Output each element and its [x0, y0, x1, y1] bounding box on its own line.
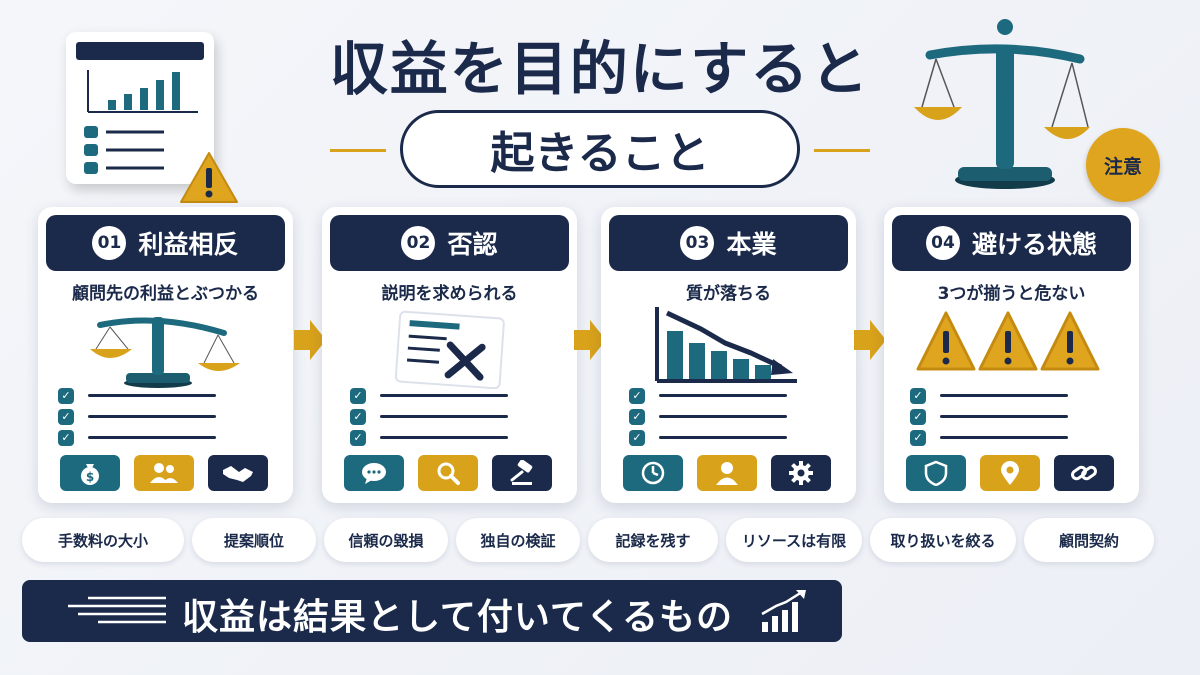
subtitle-rule-left [330, 149, 386, 152]
card-number: 02 [401, 226, 436, 260]
tag: 信頼の毀損 [324, 518, 448, 562]
card-header: 02 否認 [330, 215, 569, 271]
card-subtitle: 質が落ちる [686, 284, 771, 304]
tag: 提案順位 [192, 518, 316, 562]
report-document-icon [66, 32, 238, 203]
conclusion-banner: 収益は結果として付いてくるもの [22, 580, 842, 642]
gear-icon [771, 455, 831, 491]
warning-icons-group [916, 311, 1100, 371]
speed-lines-icon [68, 596, 166, 624]
tag: 取り扱いを絞る [870, 518, 1016, 562]
warning-icon [180, 152, 238, 203]
card-denial: 02 否認 説明を求められる ✓ ✓ ✓ [322, 207, 577, 503]
declining-chart-icon [655, 307, 797, 383]
tag: 記録を残す [588, 518, 718, 562]
subtitle-rule-right [814, 149, 870, 152]
balance-scale-icon [90, 317, 240, 388]
svg-text:$: $ [86, 470, 94, 484]
arrow-right-icon [854, 320, 886, 360]
shield-icon [906, 455, 966, 491]
conclusion-text: 収益は結果として付いてくるもの [182, 597, 734, 638]
arrow-right-icon [294, 320, 326, 360]
card-header: 04 避ける状態 [892, 215, 1131, 271]
arrow-right-icon [574, 320, 606, 360]
balance-scale-icon [914, 19, 1090, 189]
caution-badge: 注意 [1086, 128, 1160, 202]
card-subtitle: 顧問先の利益とぶつかる [72, 284, 259, 304]
card-subtitle: 説明を求められる [381, 284, 518, 304]
magnifier-icon [418, 455, 478, 491]
tag: 手数料の大小 [22, 518, 184, 562]
card-title: 避ける状態 [971, 230, 1097, 259]
link-icon [1054, 455, 1114, 491]
page-title: 収益を目的にすると [329, 35, 871, 103]
rejected-document-icon [394, 310, 505, 389]
clock-icon [623, 455, 683, 491]
card-title: 利益相反 [138, 230, 239, 259]
checklist: ✓ ✓ ✓ [58, 385, 216, 448]
checklist: ✓ ✓ ✓ [629, 385, 787, 448]
gavel-icon [492, 455, 552, 491]
subtitle: 起きること [400, 110, 800, 188]
checklist: ✓ ✓ ✓ [910, 385, 1068, 448]
tag: リソースは有限 [726, 518, 862, 562]
tag: 顧問契約 [1024, 518, 1154, 562]
card-header: 01 利益相反 [46, 215, 285, 271]
handshake-icon [208, 455, 268, 491]
card-avoid-state: 04 避ける状態 3つが揃うと危ない ✓ ✓ ✓ [884, 207, 1139, 503]
card-subtitle: 3つが揃うと危ない [937, 284, 1086, 304]
money-bag-icon: $ [60, 455, 120, 491]
card-number: 04 [925, 226, 960, 260]
checklist: ✓ ✓ ✓ [350, 385, 508, 448]
chat-bubble-icon [344, 455, 404, 491]
card-number: 01 [92, 226, 127, 260]
growth-chart-icon [761, 590, 806, 632]
person-icon [697, 455, 757, 491]
card-header: 03 本業 [609, 215, 848, 271]
location-pin-icon [980, 455, 1040, 491]
card-title: 本業 [726, 230, 777, 259]
card-number: 03 [680, 226, 715, 260]
tag: 独自の検証 [456, 518, 580, 562]
card-title: 否認 [447, 230, 498, 259]
card-core-business: 03 本業 質が落ちる ✓ ✓ ✓ [601, 207, 856, 503]
people-icon [134, 455, 194, 491]
subtitle-block: 起きること [330, 110, 870, 190]
card-conflict-of-interest: 01 利益相反 顧問先の利益とぶつかる ✓ ✓ ✓ $ [38, 207, 293, 503]
